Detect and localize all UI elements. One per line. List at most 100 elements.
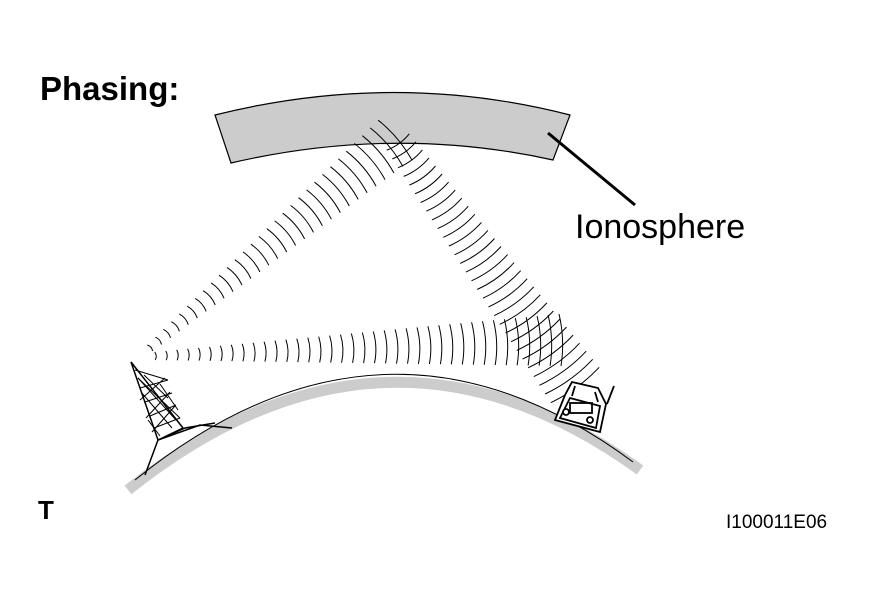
wave-front (482, 321, 487, 365)
wave-front (369, 127, 404, 167)
wave-front (386, 133, 410, 151)
wave-front (340, 334, 344, 363)
wave-front (338, 158, 368, 194)
wave-front (488, 278, 528, 308)
wave-front (539, 350, 587, 386)
wave-front (536, 315, 542, 366)
wave-front (274, 220, 297, 246)
wave-front (252, 342, 256, 362)
wave-front (493, 286, 535, 317)
wave-front (514, 317, 520, 366)
wave-front (218, 274, 234, 292)
wave-front (392, 141, 417, 160)
wave-front (443, 213, 476, 238)
wave-front (198, 347, 201, 361)
wave-front (219, 345, 223, 362)
wave-front (350, 333, 355, 364)
wave-front (533, 342, 580, 378)
wave-front (210, 282, 225, 299)
wave-front (250, 243, 270, 266)
wave-front (427, 326, 432, 365)
wave-front (171, 321, 180, 332)
wave-front (226, 266, 243, 286)
wave-front (234, 259, 252, 279)
wave-front (290, 204, 314, 233)
wave-front (263, 341, 267, 362)
wave-front (471, 254, 508, 282)
radio-tower-icon (130, 361, 233, 476)
wave-front (165, 350, 168, 361)
wave-front (525, 316, 531, 366)
wave-front (307, 337, 311, 363)
wave-front (438, 325, 443, 365)
wave-front (361, 332, 366, 364)
wave-front (318, 336, 322, 363)
wave-front (476, 262, 515, 290)
wave-front (414, 173, 443, 195)
wave-front (329, 335, 333, 363)
wave-front (361, 135, 395, 174)
wave-front (241, 343, 245, 362)
ground-wave (154, 313, 564, 367)
wave-front (314, 181, 341, 213)
wave-front (147, 344, 154, 352)
wave-front (505, 302, 548, 334)
wave-front (274, 340, 278, 362)
wave-front (194, 297, 207, 312)
wave-front (416, 327, 421, 364)
sky-wave-upgoing (147, 119, 413, 352)
wave-front (330, 166, 359, 200)
wave-front (296, 338, 300, 363)
wave-front (465, 246, 502, 273)
earth-surface-edge (134, 373, 634, 481)
wave-front (176, 349, 179, 361)
ionosphere-band (214, 91, 571, 164)
wave-front (449, 324, 454, 365)
wave-front (510, 310, 554, 343)
wave-front (409, 165, 436, 186)
wave-front (499, 294, 541, 325)
wave-front (394, 329, 399, 364)
wave-front (527, 334, 574, 369)
wave-front (431, 197, 463, 221)
wave-front (266, 228, 288, 253)
page-title: Phasing: (40, 70, 180, 107)
wave-front (547, 314, 553, 366)
wave-front (285, 339, 289, 363)
wave-front (155, 336, 162, 345)
wave-front (306, 189, 332, 220)
wave-front (377, 119, 413, 161)
wave-front (522, 326, 567, 360)
wave-front (187, 348, 190, 361)
wave-front (258, 235, 279, 259)
wave-front (230, 344, 234, 362)
wave-front (397, 149, 423, 169)
wave-front (454, 230, 489, 256)
wave-front (242, 251, 261, 273)
wave-front (345, 150, 377, 187)
wave-front (426, 189, 456, 212)
wave-front (383, 330, 388, 364)
wave-front (503, 319, 509, 366)
sky-wave-downgoing (386, 133, 600, 404)
ionosphere-leader-line (547, 131, 636, 207)
wave-front (154, 351, 157, 361)
wave-front (372, 331, 377, 364)
ionosphere-label: Ionosphere (575, 208, 746, 246)
wave-front (298, 197, 323, 227)
wave-front (471, 322, 476, 365)
wave-front (544, 358, 594, 395)
earth-surface (124, 376, 644, 495)
wave-front (353, 143, 386, 180)
wave-front (322, 174, 350, 207)
wave-front (163, 328, 171, 339)
figure-id: I100011E06 (726, 512, 828, 533)
wave-front (492, 320, 498, 366)
corner-mark: T (38, 495, 54, 525)
wave-front (282, 212, 306, 240)
wave-front (405, 328, 410, 364)
wave-front (460, 323, 465, 365)
wave-front (403, 157, 430, 177)
wave-front (202, 290, 216, 306)
